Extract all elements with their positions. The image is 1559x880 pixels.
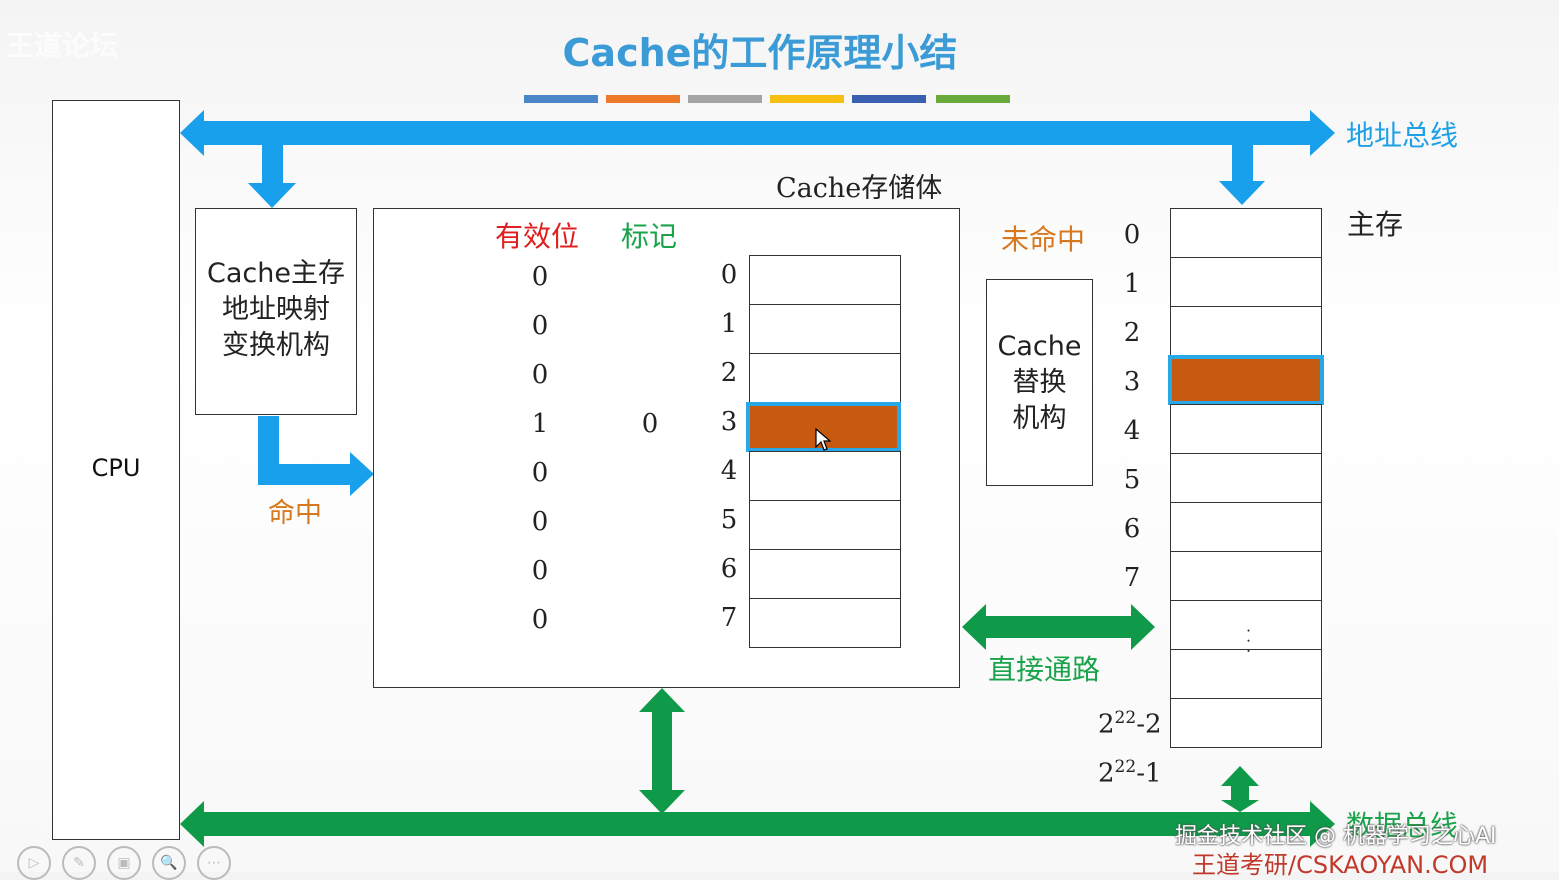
memory-block-index: 2: [1123, 318, 1141, 348]
cache-line-index: 0: [720, 260, 738, 290]
cache-line-index: 7: [720, 603, 738, 633]
cache-valid-bit: 0: [531, 262, 549, 292]
memory-index-last-2: 222-2: [1098, 708, 1162, 740]
memory-block-index: 1: [1123, 269, 1141, 299]
cache-line: [749, 500, 901, 550]
memory-block-index: 3: [1123, 367, 1141, 397]
valid-bit-header: 有效位: [495, 220, 580, 253]
cache-line: [749, 255, 901, 305]
memory-block: [1170, 698, 1322, 748]
memory-block: [1170, 208, 1322, 258]
memory-block-index: 0: [1123, 220, 1141, 250]
memory-index-base: 2: [1098, 758, 1115, 789]
cache-valid-bit: 0: [531, 605, 549, 635]
cache-line: [749, 451, 901, 501]
cache-databus-arrow: [639, 688, 685, 814]
replacement-unit-box: [986, 279, 1093, 486]
slides-control-icon[interactable]: ▣: [107, 846, 141, 880]
mouse-cursor-icon: [815, 428, 831, 451]
memory-index-last-1: 222-1: [1098, 757, 1162, 789]
cache-line: [749, 598, 901, 648]
memory-index-suffix: -2: [1136, 709, 1162, 740]
replacement-unit-text: Cache 替换 机构: [986, 329, 1093, 437]
accent-bar-1: [524, 95, 598, 103]
memory-block: [1170, 404, 1322, 454]
accent-bar-6: [936, 95, 1010, 103]
memory-block: [1170, 306, 1322, 356]
address-to-mapping-arrow: [248, 145, 296, 208]
address-bus-label: 地址总线: [1346, 119, 1459, 152]
play-control-icon[interactable]: ▷: [17, 846, 51, 880]
page-title: Cache的工作原理小结: [562, 31, 958, 75]
memory-databus-arrow: [1221, 766, 1259, 812]
watermark-juejin: 掘金技术社区 @ 机器学习之心AI: [1175, 824, 1497, 849]
data-bus-label: 数据总线: [1346, 809, 1459, 842]
hit-arrow: [258, 416, 374, 496]
memory-block-index: 5: [1123, 465, 1141, 495]
memory-block: [1170, 257, 1322, 307]
tag-header: 标记: [621, 220, 678, 253]
data-bus-arrow: [180, 801, 1335, 847]
address-to-memory-arrow: [1219, 145, 1265, 205]
cache-line: [749, 353, 901, 403]
cache-valid-bit: 0: [531, 311, 549, 341]
cache-valid-bit: 0: [531, 360, 549, 390]
memory-index-exp: 22: [1114, 708, 1137, 728]
direct-path-label: 直接通路: [988, 653, 1101, 686]
mapping-line-2: 地址映射: [222, 294, 330, 325]
cache-valid-bit: 0: [531, 458, 549, 488]
pen-control-icon[interactable]: ✎: [62, 846, 96, 880]
cache-line-index: 3: [720, 407, 738, 437]
accent-bar-2: [606, 95, 680, 103]
memory-ellipsis-cell: [1170, 600, 1322, 650]
cache-valid-bit: 0: [531, 507, 549, 537]
accent-bar-4: [770, 95, 844, 103]
cache-valid-bit: 1: [531, 409, 549, 439]
memory-block: [1170, 502, 1322, 552]
accent-bar-5: [852, 95, 926, 103]
replace-line-2: 替换: [1012, 367, 1067, 398]
memory-index-suffix: -1: [1136, 758, 1162, 789]
zoom-control-icon[interactable]: 🔍: [152, 846, 186, 880]
memory-block: [1170, 649, 1322, 699]
cache-line: [749, 549, 901, 599]
accent-bar-3: [688, 95, 762, 103]
mapping-unit-text: Cache主存 地址映射 变换机构: [195, 256, 357, 364]
cpu-box: [52, 100, 180, 840]
cache-line-index: 5: [720, 505, 738, 535]
cache-line-index: 6: [720, 554, 738, 584]
memory-ellipsis: · · ·: [1239, 628, 1258, 654]
memory-block-index: 6: [1123, 514, 1141, 544]
address-bus-arrow: [180, 110, 1335, 156]
cache-line: [749, 304, 901, 354]
mapping-line-1: Cache主存: [207, 258, 345, 289]
memory-block: [1170, 551, 1322, 601]
cache-line-index: 4: [720, 456, 738, 486]
cpu-label: CPU: [91, 454, 141, 482]
mapping-unit-box: [195, 208, 357, 415]
memory-index-base: 2: [1098, 709, 1115, 740]
cache-tag: 0: [641, 409, 659, 439]
direct-path-arrow: [962, 604, 1155, 650]
watermark-wangdao: 王道考研/CSKAOYAN.COM: [1192, 851, 1489, 879]
mapping-line-3: 变换机构: [222, 330, 330, 361]
main-memory-label: 主存: [1347, 208, 1404, 241]
cache-line-index: 1: [720, 309, 738, 339]
watermark-logo: 王道论坛: [6, 29, 119, 62]
memory-block-index: 7: [1123, 563, 1141, 593]
replace-line-1: Cache: [997, 331, 1082, 362]
memory-block-index: 4: [1123, 416, 1141, 446]
hit-label: 命中: [268, 498, 322, 529]
miss-label: 未命中: [1001, 223, 1086, 256]
cache-line-index: 2: [720, 358, 738, 388]
cache-valid-bit: 0: [531, 556, 549, 586]
memory-block: [1170, 453, 1322, 503]
cache-storage-label: Cache存储体: [776, 173, 943, 204]
memory-index-exp: 22: [1114, 757, 1137, 777]
memory-block-highlighted: [1168, 355, 1324, 405]
more-control-icon[interactable]: ⋯: [197, 846, 231, 880]
replace-line-3: 机构: [1012, 403, 1067, 434]
